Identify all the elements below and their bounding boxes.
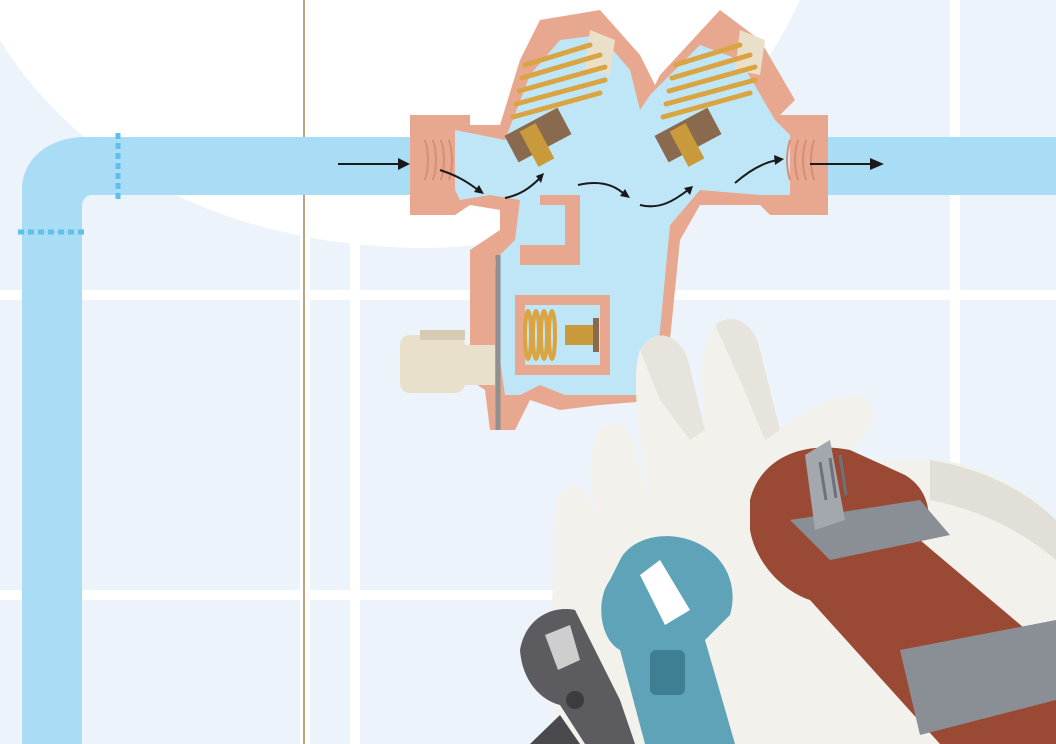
- backflow-preventer-illustration: [0, 0, 1056, 744]
